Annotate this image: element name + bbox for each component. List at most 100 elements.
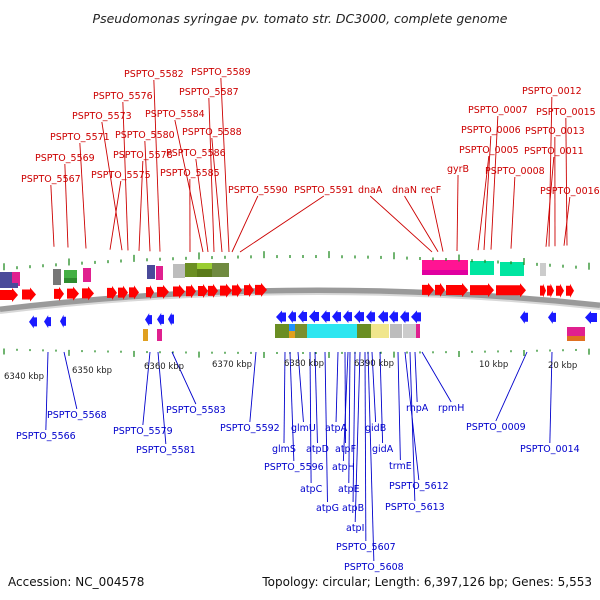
gene-label-bottom[interactable]: PSPTO_5568 bbox=[47, 410, 107, 421]
feature-block[interactable] bbox=[64, 270, 77, 278]
feature-block[interactable] bbox=[12, 272, 20, 286]
gene-label-bottom[interactable]: PSPTO_5607 bbox=[336, 542, 396, 553]
gene-label-bottom[interactable]: atpA bbox=[325, 423, 348, 434]
gene-arrow-reverse[interactable] bbox=[276, 310, 286, 324]
gene-arrow-reverse[interactable] bbox=[29, 315, 37, 329]
gene-label-bottom[interactable]: trmE bbox=[389, 461, 412, 472]
feature-block[interactable] bbox=[197, 263, 212, 269]
gene-label-top[interactable]: PSPTO_0008 bbox=[485, 166, 545, 177]
gene-arrow-reverse[interactable] bbox=[389, 310, 398, 324]
gene-arrow-reverse[interactable] bbox=[585, 310, 597, 324]
gene-label-bottom[interactable]: PSPTO_5579 bbox=[113, 426, 173, 437]
gene-arrow-forward[interactable] bbox=[435, 282, 445, 297]
gene-arrow-forward[interactable] bbox=[198, 284, 208, 299]
gene-arrow-forward[interactable] bbox=[107, 285, 117, 300]
gene-label-top[interactable]: PSPTO_0006 bbox=[461, 125, 521, 136]
gene-label-top[interactable]: PSPTO_0013 bbox=[525, 126, 585, 137]
feature-block[interactable] bbox=[567, 336, 585, 341]
gene-arrow-forward[interactable] bbox=[255, 282, 267, 297]
gene-arrow-reverse[interactable] bbox=[354, 310, 364, 324]
gene-arrow-forward[interactable] bbox=[244, 283, 254, 298]
feature-block[interactable] bbox=[212, 263, 229, 277]
feature-block[interactable] bbox=[357, 324, 371, 338]
gene-label-bottom[interactable]: atpB bbox=[342, 503, 364, 514]
gene-label-top[interactable]: dnaA bbox=[358, 185, 383, 196]
gene-label-bottom[interactable]: rpmH bbox=[438, 403, 464, 414]
feature-block[interactable] bbox=[197, 269, 212, 277]
gene-label-top[interactable]: PSPTO_0012 bbox=[522, 86, 582, 97]
gene-arrow-forward[interactable] bbox=[146, 285, 154, 300]
feature-block[interactable] bbox=[403, 324, 417, 338]
gene-label-bottom[interactable]: PSPTO_5592 bbox=[220, 423, 280, 434]
feature-block[interactable] bbox=[289, 331, 295, 338]
gene-arrow-forward[interactable] bbox=[446, 282, 468, 297]
gene-label-top[interactable]: PSPTO_0011 bbox=[524, 146, 584, 157]
feature-block[interactable] bbox=[83, 268, 91, 282]
gene-arrow-forward[interactable] bbox=[220, 283, 232, 298]
feature-block[interactable] bbox=[143, 329, 148, 341]
gene-label-bottom[interactable]: PSPTO_5566 bbox=[16, 431, 76, 442]
feature-block[interactable] bbox=[173, 264, 185, 278]
gene-label-bottom[interactable]: PSPTO_5613 bbox=[385, 502, 445, 513]
gene-label-top[interactable]: PSPTO_5590 bbox=[228, 185, 288, 196]
gene-label-top[interactable]: PSPTO_5584 bbox=[145, 109, 205, 120]
feature-block[interactable] bbox=[289, 324, 295, 331]
feature-block[interactable] bbox=[567, 327, 585, 337]
gene-label-bottom[interactable]: glmS bbox=[272, 444, 296, 455]
gene-arrow-forward[interactable] bbox=[82, 286, 94, 301]
feature-block[interactable] bbox=[371, 324, 389, 338]
gene-arrow-forward[interactable] bbox=[556, 283, 564, 298]
gene-label-bottom[interactable]: PSPTO_0014 bbox=[520, 444, 580, 455]
feature-block[interactable] bbox=[275, 324, 289, 338]
feature-block[interactable] bbox=[540, 263, 546, 276]
gene-arrow-forward[interactable] bbox=[422, 282, 434, 297]
feature-block[interactable] bbox=[307, 324, 357, 338]
gene-label-top[interactable]: PSPTO_5585 bbox=[160, 168, 220, 179]
feature-block[interactable] bbox=[157, 329, 162, 341]
gene-label-top[interactable]: PSPTO_5571 bbox=[50, 132, 110, 143]
gene-label-top[interactable]: PSPTO_5587 bbox=[179, 87, 239, 98]
gene-arrow-reverse[interactable] bbox=[44, 315, 51, 329]
gene-label-top[interactable]: PSPTO_5578 bbox=[113, 150, 173, 161]
gene-arrow-reverse[interactable] bbox=[411, 310, 421, 324]
gene-arrow-reverse[interactable] bbox=[400, 310, 409, 324]
feature-block[interactable] bbox=[416, 324, 420, 338]
gene-label-bottom[interactable]: gidB bbox=[365, 423, 386, 434]
feature-block[interactable] bbox=[53, 269, 61, 285]
gene-arrow-reverse[interactable] bbox=[378, 310, 388, 324]
gene-arrow-forward[interactable] bbox=[540, 283, 546, 298]
gene-arrow-reverse[interactable] bbox=[548, 310, 556, 324]
gene-arrow-forward[interactable] bbox=[129, 285, 139, 300]
feature-block[interactable] bbox=[470, 261, 494, 275]
gene-label-bottom[interactable]: rnpA bbox=[406, 403, 429, 414]
feature-block[interactable] bbox=[147, 265, 155, 279]
gene-label-bottom[interactable]: PSPTO_5608 bbox=[344, 562, 404, 573]
gene-label-bottom[interactable]: PSPTO_5583 bbox=[166, 405, 226, 416]
gene-label-bottom[interactable]: atpG bbox=[316, 503, 339, 514]
gene-label-top[interactable]: PSPTO_5580 bbox=[115, 130, 175, 141]
gene-arrow-reverse[interactable] bbox=[157, 312, 164, 326]
feature-block[interactable] bbox=[390, 324, 402, 338]
gene-arrow-forward[interactable] bbox=[496, 283, 526, 298]
gene-arrow-forward[interactable] bbox=[232, 283, 242, 298]
gene-arrow-forward[interactable] bbox=[173, 284, 185, 299]
gene-label-bottom[interactable]: PSPTO_0009 bbox=[466, 422, 526, 433]
gene-label-top[interactable]: PSPTO_5573 bbox=[72, 111, 132, 122]
gene-label-top[interactable]: PSPTO_5589 bbox=[191, 67, 251, 78]
feature-block[interactable] bbox=[0, 283, 18, 288]
gene-arrow-reverse[interactable] bbox=[168, 312, 174, 326]
gene-arrow-reverse[interactable] bbox=[520, 310, 528, 324]
gene-arrow-forward[interactable] bbox=[54, 286, 64, 301]
gene-label-top[interactable]: gyrB bbox=[447, 164, 469, 175]
feature-block[interactable] bbox=[422, 270, 468, 275]
gene-arrow-reverse[interactable] bbox=[332, 310, 341, 324]
gene-label-top[interactable]: recF bbox=[421, 185, 441, 196]
gene-arrow-forward[interactable] bbox=[0, 288, 18, 302]
gene-label-top[interactable]: dnaN bbox=[392, 185, 417, 196]
feature-block[interactable] bbox=[295, 324, 307, 338]
gene-label-bottom[interactable]: atpC bbox=[300, 484, 323, 495]
gene-arrow-reverse[interactable] bbox=[145, 313, 152, 327]
gene-label-top[interactable]: PSPTO_5582 bbox=[124, 69, 184, 80]
gene-arrow-reverse[interactable] bbox=[309, 310, 319, 324]
gene-label-top[interactable]: PSPTO_5576 bbox=[93, 91, 153, 102]
